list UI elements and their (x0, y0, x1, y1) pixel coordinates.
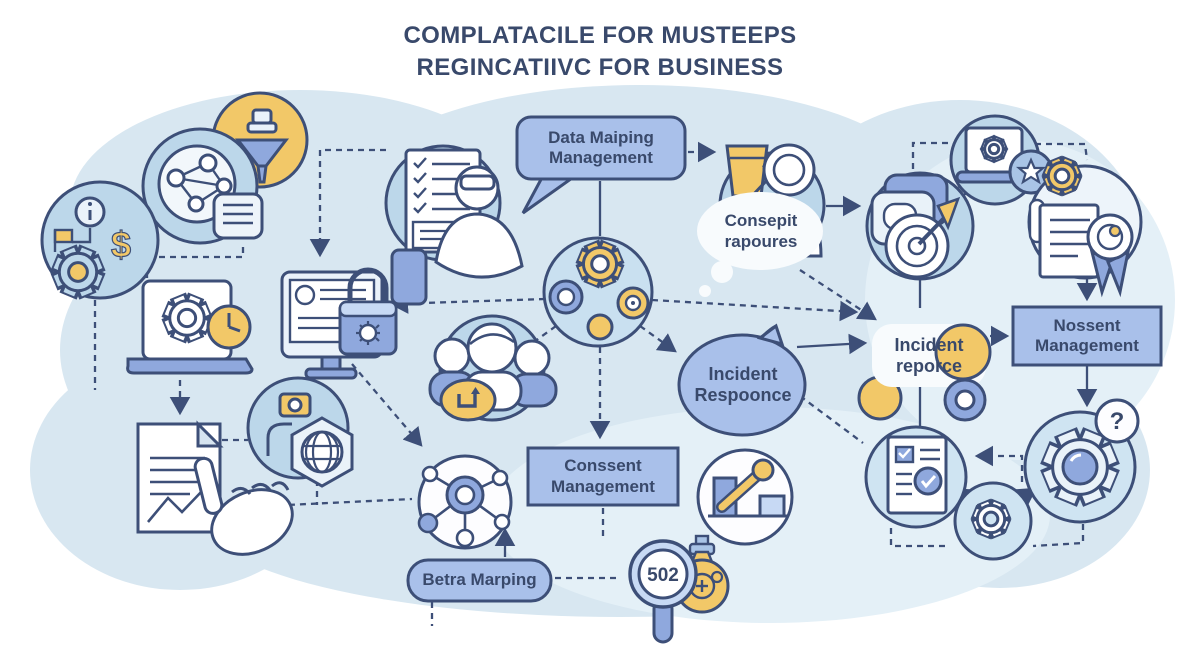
conssent-box (526, 446, 680, 507)
laptop-star-detail (955, 149, 1054, 195)
magnifier-value: 502 (647, 565, 679, 586)
certificate-detail (1028, 198, 1134, 298)
money-bag-icon (674, 534, 730, 614)
laptop-base (126, 304, 254, 375)
camera-person-globe-icon (246, 376, 354, 488)
title-line-1: COMPLATACILE FOR MUSTEEPS (403, 22, 797, 49)
page-title: COMPLATACILE FOR MUSTEEPS REGINCATIIVC F… (0, 20, 1200, 83)
incident-report-card (857, 323, 992, 422)
gear-icon (575, 239, 625, 289)
process-gears-icon (542, 236, 654, 348)
data-mapping-bubble (515, 115, 687, 215)
process-gears-detail (548, 279, 650, 341)
gear-icon (161, 292, 213, 344)
monitor-lock-icon (280, 267, 398, 380)
network-nodes-icon (141, 127, 264, 245)
connector-lines (93, 141, 1098, 626)
question-badge (1061, 398, 1140, 486)
report-check-icon (864, 425, 968, 529)
bar-chart-icon (696, 448, 794, 546)
question-icon: ? (1110, 408, 1125, 435)
pointing-document-icon (136, 420, 294, 556)
gear-icon (970, 498, 1012, 540)
magnifier-icon (628, 539, 698, 644)
incident-response-bubble (677, 323, 807, 437)
gear-icon (979, 134, 1009, 164)
betra-pill (406, 558, 553, 603)
checklist-person-icon (384, 144, 524, 306)
gear-icon (1041, 155, 1083, 197)
gear-icon (50, 244, 106, 300)
dollar-icon: $ (111, 224, 131, 265)
consent-resources-bubble (697, 192, 823, 297)
team-icon (428, 314, 558, 422)
label-boxes (406, 305, 1163, 603)
privacy-target-icon (865, 171, 975, 281)
network-hub-icon (417, 454, 513, 550)
title-line-2: REGINCATIIVC FOR BUSINESS (416, 53, 784, 81)
gear-icon (1040, 427, 1120, 507)
nossent-box (1011, 305, 1163, 367)
